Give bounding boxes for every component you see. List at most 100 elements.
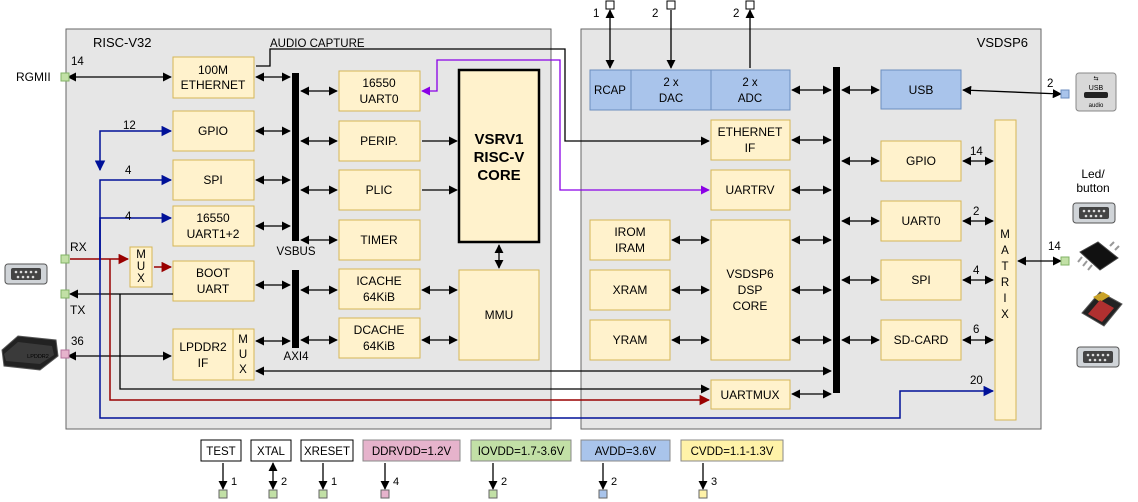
flash-chip-icon [1077, 241, 1120, 271]
svg-text:LPDDR2: LPDDR2 [179, 340, 227, 354]
peripheral-block: PERIP. [338, 120, 421, 162]
mmu-block: MMU [458, 269, 540, 361]
svg-text:IF: IF [745, 141, 756, 155]
svg-text:IF: IF [198, 356, 209, 370]
lpddr2-memory-chip-icon: LPDDR2 [1, 335, 59, 371]
count-labels: 14 12 4 4 36 1 2 2 2 14 2 4 6 20 14 [71, 8, 1061, 387]
svg-text:1: 1 [593, 8, 599, 20]
bottom-pin-square [318, 489, 328, 499]
bottom-pin-cvdd: CVDD=1.1-1.3V 3 [680, 439, 784, 499]
bottom-pin-ddrvdd: DDRVDD=1.2V4 [362, 439, 461, 499]
svg-text:UART0: UART0 [359, 92, 398, 106]
audio-capture-label: AUDIO CAPTURE [270, 38, 365, 50]
svg-text:SD-CARD: SD-CARD [894, 333, 949, 347]
irom-iram-block: IROM IRAM [589, 219, 671, 261]
bottom-pin-count: 3 [711, 476, 717, 488]
svg-text:4: 4 [973, 265, 980, 277]
svg-text:16550: 16550 [362, 76, 396, 90]
pin-squares [60, 0, 1070, 359]
bottom-pin-label: XRESET [304, 446, 350, 458]
axi4-bar [292, 270, 299, 348]
bottom-pin-avdd: AVDD=3.6V2 [580, 439, 671, 499]
dsp-uart0-block: UART0 [880, 200, 962, 242]
svg-text:I: I [1003, 293, 1006, 305]
svg-text:2: 2 [1047, 78, 1053, 90]
svg-text:64KiB: 64KiB [363, 339, 395, 353]
red-rx-lines [70, 253, 711, 406]
mux-lpddr-block: M U X [232, 328, 255, 381]
svg-text:SPI: SPI [911, 273, 930, 287]
svg-text:RCAP: RCAP [594, 85, 626, 97]
bottom-pin-test: TEST 1 [200, 439, 242, 499]
mux-rx-block: M U X [129, 246, 153, 288]
bottom-pin-square [380, 489, 390, 499]
sd-card-block: SD-CARD [880, 319, 962, 361]
dac-block: 2 x DAC [630, 69, 712, 111]
svg-text:⇆: ⇆ [1093, 75, 1098, 82]
svg-text:4: 4 [125, 211, 132, 223]
svg-text:UART1+2: UART1+2 [187, 227, 240, 241]
bottom-pin-square [598, 489, 608, 499]
dsp-gpio-block: GPIO [880, 140, 962, 182]
ethernet-if-block: ETHERNET IF [710, 119, 791, 161]
vsbus-bar [292, 73, 299, 241]
uartrv-block: UARTRV [710, 169, 791, 211]
svg-text:2 x: 2 x [663, 77, 679, 89]
serial-connector-icon [4, 263, 48, 285]
bottom-pin-label: IOVDD=1.7-3.6V [478, 446, 565, 458]
svg-text:UARTRV: UARTRV [726, 183, 775, 197]
svg-text:A: A [1001, 245, 1009, 257]
rcap-block: RCAP [589, 69, 632, 111]
usb-audio-icon: ⇆ USB audio [1075, 72, 1117, 112]
bottom-pin-row: TEST1XTAL2XRESET1DDRVDD=1.2V4IOVDD=1.7-3… [200, 439, 784, 499]
uart0-block: 16550 UART0 [338, 70, 421, 112]
svg-text:UART0: UART0 [901, 214, 940, 228]
svg-text:X: X [137, 273, 145, 285]
svg-text:4: 4 [125, 165, 132, 177]
dsp-spi-block: SPI [880, 259, 962, 301]
svg-text:XRAM: XRAM [613, 283, 648, 297]
svg-text:12: 12 [123, 120, 136, 132]
purple-uart0-uartrv-line [421, 59, 710, 195]
svg-text:UART: UART [197, 282, 230, 296]
serial-connector-icon-2 [1072, 202, 1116, 224]
adc-block: 2 x ADC [710, 69, 791, 111]
bottom-pin-square [268, 489, 278, 499]
svg-text:M: M [1000, 229, 1010, 241]
svg-text:14: 14 [1048, 241, 1061, 253]
bottom-pin-count: 2 [501, 476, 507, 488]
svg-text:UARTMUX: UARTMUX [720, 388, 779, 402]
svg-text:DAC: DAC [659, 93, 683, 105]
svg-text:GPIO: GPIO [198, 124, 228, 138]
serial-connector-icon-3 [1076, 346, 1120, 368]
dcache-block: DCACHE 64KiB [338, 317, 421, 359]
svg-text:ETHERNET: ETHERNET [181, 78, 246, 92]
bottom-pin-count: 1 [231, 476, 237, 488]
svg-text:U: U [239, 349, 247, 361]
bottom-pin-square [218, 489, 228, 499]
bottom-pin-label: CVDD=1.1-1.3V [691, 446, 774, 458]
bottom-pin-iovdd: IOVDD=1.7-3.6V 2 [470, 439, 572, 499]
svg-text:TIMER: TIMER [360, 233, 398, 247]
uartmux-block: UARTMUX [710, 379, 791, 410]
svg-text:2 x: 2 x [742, 77, 758, 89]
ethernet-block: 100M ETHERNET [172, 56, 255, 99]
bottom-pin-count: 2 [281, 476, 287, 488]
svg-text:X: X [239, 364, 247, 376]
svg-text:U: U [137, 261, 145, 273]
dsp-bus-bar [833, 67, 840, 393]
svg-text:BOOT: BOOT [196, 266, 231, 280]
bottom-pin-label: TEST [206, 446, 235, 458]
svg-text:R: R [1001, 277, 1009, 289]
vsbus-label: VSBUS [277, 246, 316, 258]
dsp-core-block: VSDSP6 DSP CORE [710, 219, 791, 361]
bottom-pin-count: 2 [611, 476, 617, 488]
svg-text:16550: 16550 [196, 211, 230, 225]
bottom-pin-label: DDRVDD=1.2V [372, 446, 452, 458]
svg-text:DCACHE: DCACHE [354, 323, 405, 337]
svg-text:MMU: MMU [485, 308, 514, 322]
svg-text:14: 14 [71, 56, 84, 68]
risc-v32-title: RISC-V32 [93, 35, 152, 50]
